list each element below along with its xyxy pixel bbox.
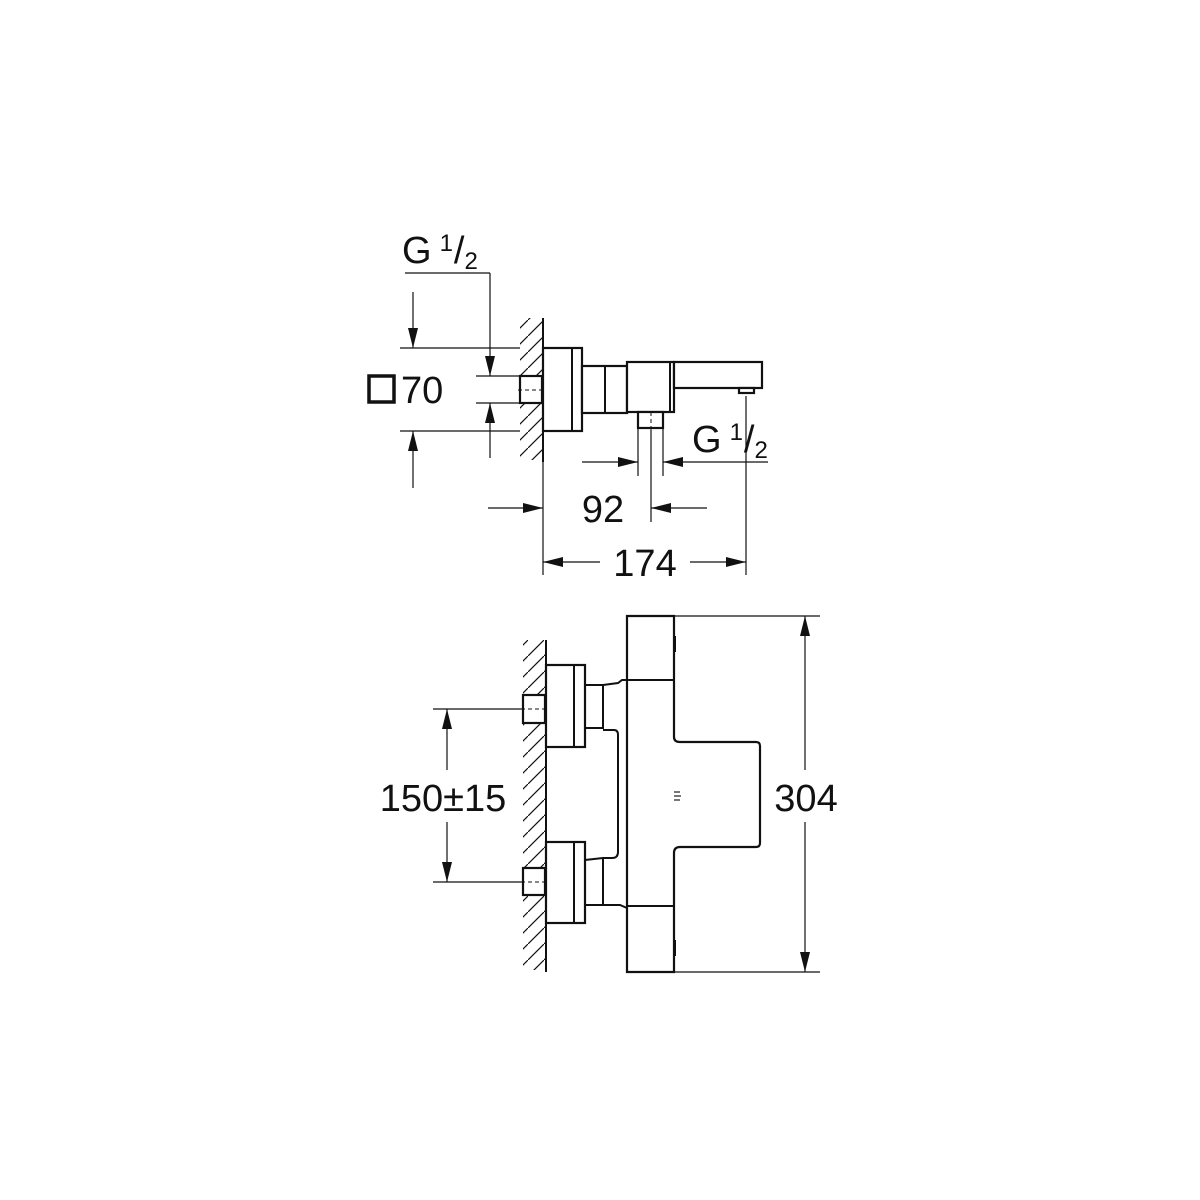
total-projection-dimension: 174 <box>542 396 747 585</box>
escutcheon-lower <box>544 840 587 925</box>
escutcheon-upper <box>544 663 587 749</box>
escutcheon <box>541 346 584 433</box>
brand-logo-icon <box>674 791 681 801</box>
total-projection-label: 174 <box>613 543 676 585</box>
thermostat-body <box>625 614 762 974</box>
outlet-offset-label: 92 <box>582 489 624 531</box>
front-view: 150±15 304 <box>380 614 838 974</box>
outlet-offset-dimension: 92 <box>488 430 707 531</box>
wall-hatch <box>523 640 547 972</box>
body-connector <box>580 364 629 415</box>
inlet-nut-lower <box>521 866 548 897</box>
spout <box>672 360 764 390</box>
inlet-nut <box>518 374 544 405</box>
escutcheon-size-label: 70 <box>401 370 443 412</box>
spout-outlet <box>737 386 756 395</box>
total-height-label: 304 <box>774 778 837 820</box>
square-symbol-icon <box>367 374 396 404</box>
connectors <box>584 679 628 909</box>
inlet-nut-upper <box>521 693 548 725</box>
diverter-cube <box>625 360 676 414</box>
inlet-spacing-label: 150±15 <box>380 778 507 820</box>
inlet-spacing-dimension: 150±15 <box>380 708 523 883</box>
escutcheon-dimension: 70 <box>367 292 520 488</box>
total-height-dimension: 304 <box>674 615 838 973</box>
